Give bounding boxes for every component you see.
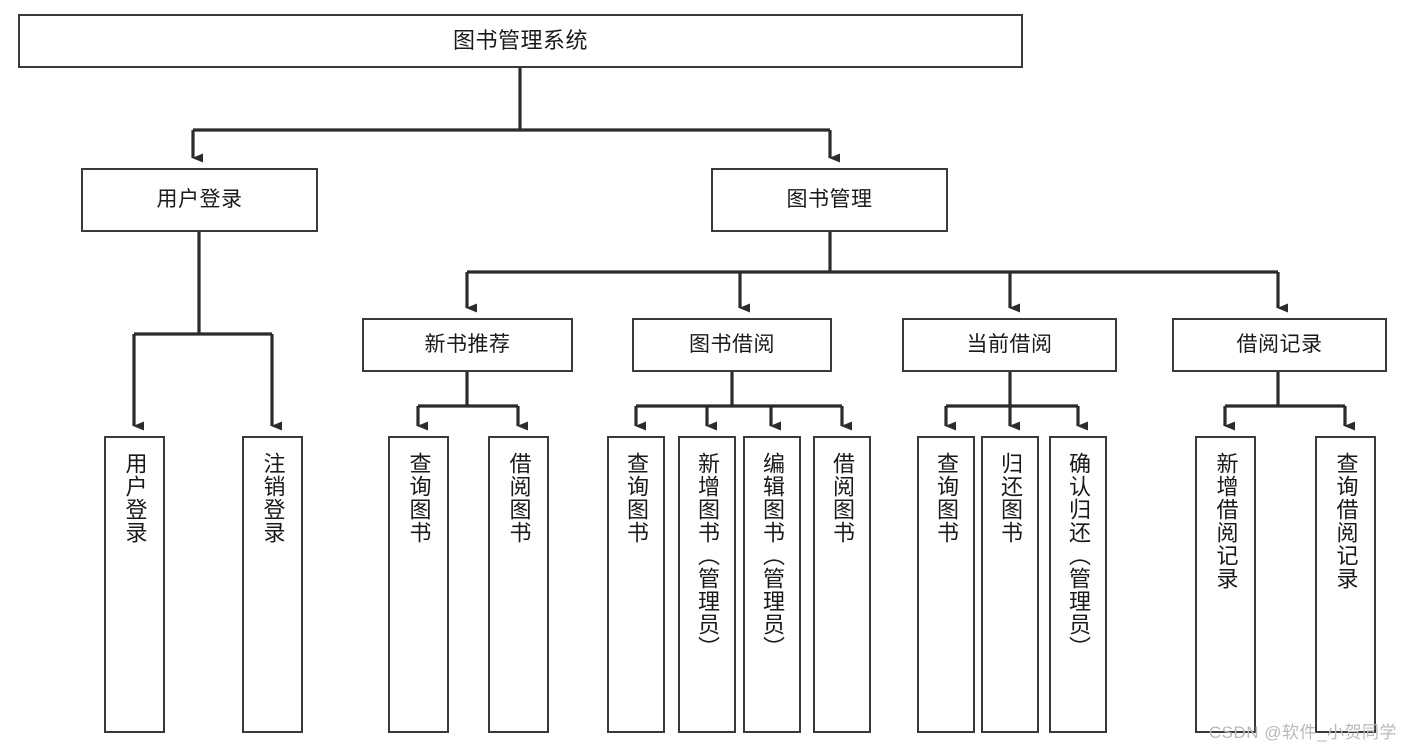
node-label: 新书推荐 [424,332,511,356]
node-label: 用户登录 [122,452,148,544]
leaf-user-login[interactable]: 用户登录 [104,436,165,733]
leaf-borrow-book-borrow[interactable]: 借阅图书 [813,436,871,733]
node-label: 查询图书 [933,452,959,544]
node-label: 图书借阅 [689,332,775,356]
leaf-logout-login[interactable]: 注销登录 [242,436,303,733]
node-label: 当前借阅 [966,332,1053,356]
node-label: 新增借阅记录 [1213,452,1239,590]
leaf-query-borrow-record[interactable]: 查询借阅记录 [1315,436,1376,733]
node-label: 新增图书（管理员） [694,452,720,659]
leaf-edit-book-admin[interactable]: 编辑图书（管理员） [743,436,801,733]
node-label: 借阅记录 [1236,332,1323,356]
node-label: 查询图书 [406,452,432,544]
leaf-borrow-book-new-recommend[interactable]: 借阅图书 [488,436,549,733]
node-current-borrow[interactable]: 当前借阅 [902,318,1117,372]
leaf-confirm-return-admin[interactable]: 确认归还（管理员） [1049,436,1107,733]
node-label: 用户登录 [156,187,243,211]
leaf-query-book-current[interactable]: 查询图书 [917,436,975,733]
node-label: 图书管理 [786,187,873,211]
node-new-book-recommend[interactable]: 新书推荐 [362,318,573,372]
node-label: 确认归还（管理员） [1065,452,1091,659]
node-label: 借阅图书 [829,452,855,544]
node-label: 查询借阅记录 [1333,452,1359,590]
node-label: 注销登录 [260,452,286,544]
node-book-management[interactable]: 图书管理 [711,168,948,232]
node-borrow-record[interactable]: 借阅记录 [1172,318,1387,372]
leaf-query-book-new-recommend[interactable]: 查询图书 [388,436,449,733]
node-root-book-management-system[interactable]: 图书管理系统 [18,14,1023,68]
node-book-borrow[interactable]: 图书借阅 [632,318,832,372]
leaf-query-book-borrow[interactable]: 查询图书 [607,436,665,733]
node-label: 编辑图书（管理员） [759,452,785,659]
leaf-return-book[interactable]: 归还图书 [981,436,1039,733]
leaf-add-book-admin[interactable]: 新增图书（管理员） [678,436,736,733]
node-label: 借阅图书 [506,452,532,544]
node-label: 图书管理系统 [452,28,588,54]
leaf-add-borrow-record[interactable]: 新增借阅记录 [1195,436,1256,733]
node-label: 归还图书 [997,452,1023,544]
csdn-watermark: CSDN @软件_小贺同学 [1208,723,1397,742]
node-label: 查询图书 [623,452,649,544]
node-user-login[interactable]: 用户登录 [81,168,318,232]
